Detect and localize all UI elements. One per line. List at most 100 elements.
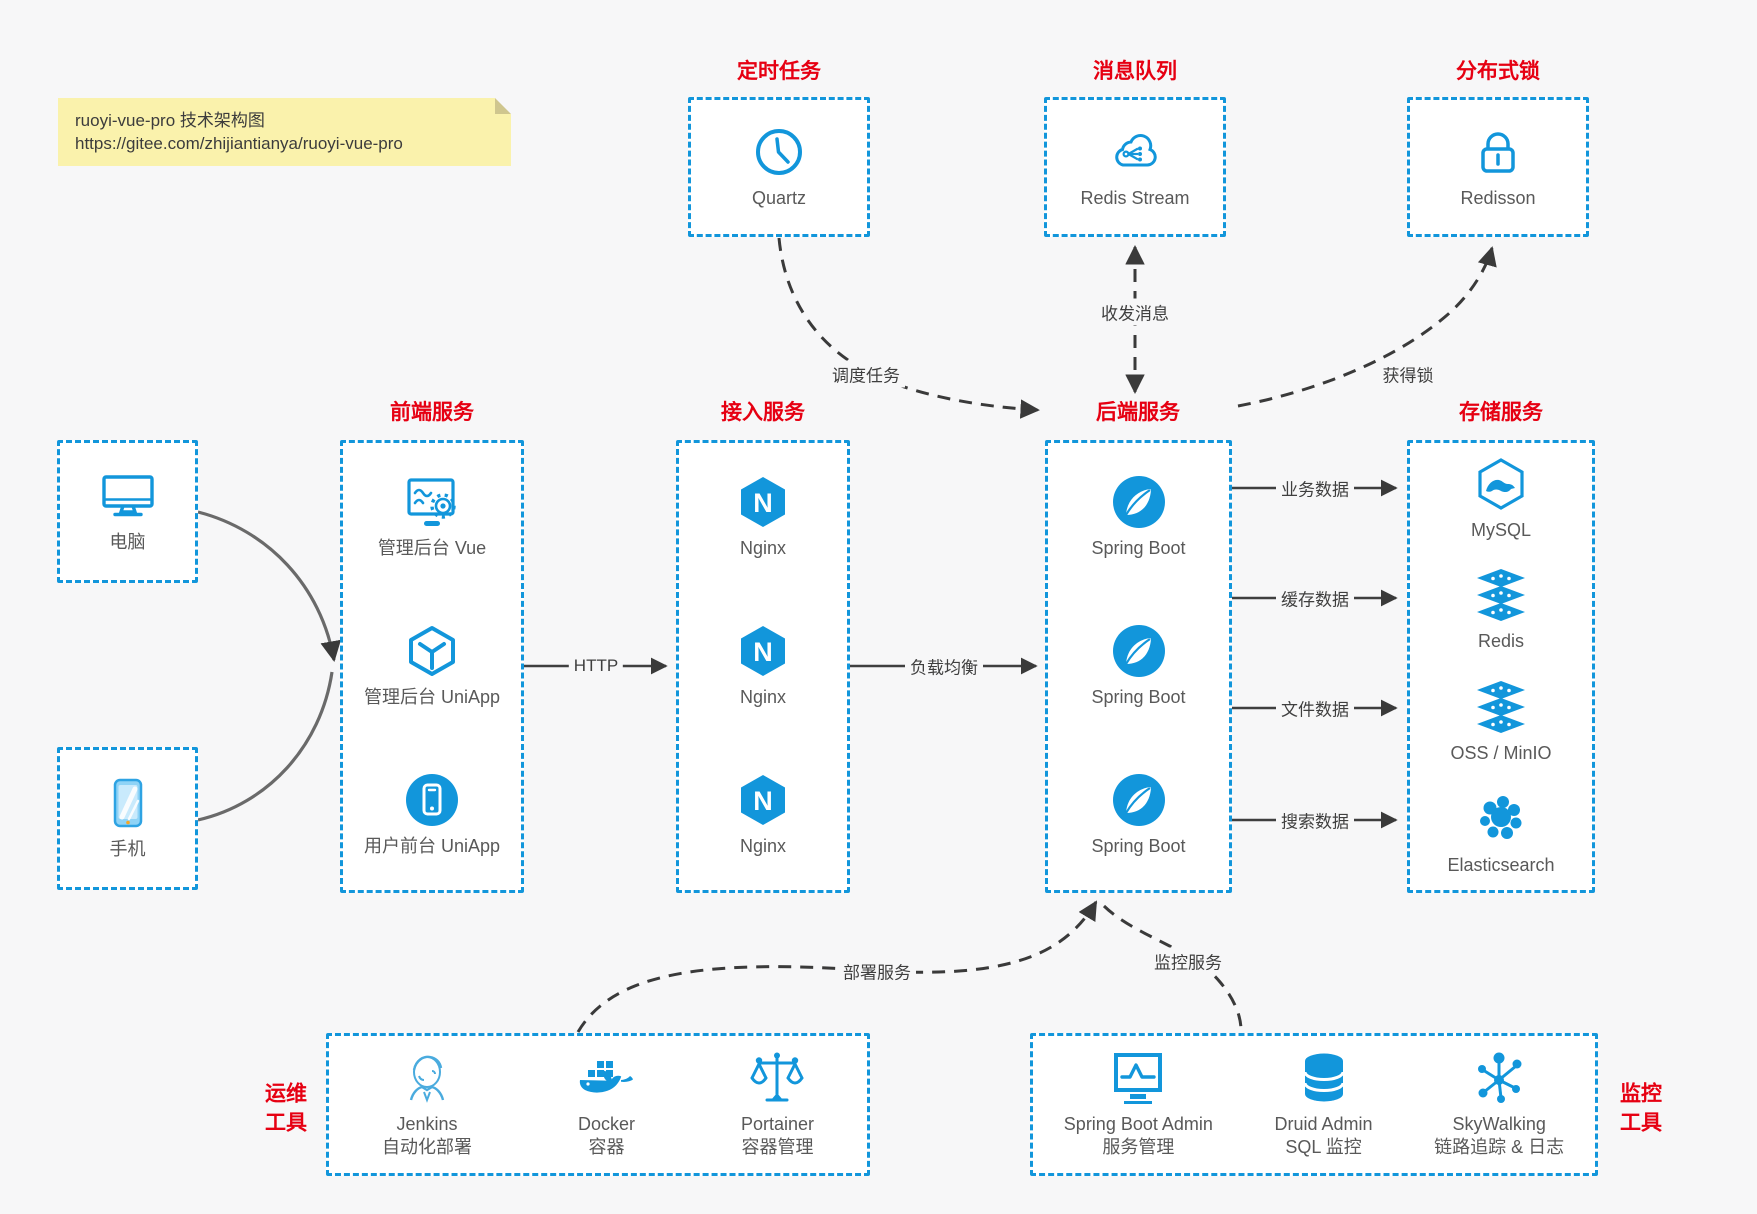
lock-icon [1481, 132, 1515, 173]
skywalking-topology-icon [1478, 1052, 1522, 1103]
ops-item-docker: Docker 容器 [578, 1050, 635, 1160]
admin-vue-icon [407, 478, 456, 527]
storage-item-redis: Redis [1473, 567, 1529, 653]
spring-boot-icon [1112, 625, 1165, 678]
ops-label-jenkins: Jenkins 自动化部署 [381, 1113, 472, 1157]
gateway-label-2: Nginx [739, 687, 787, 708]
edge-computer-to-frontend [197, 510, 341, 663]
gateway-box: N Nginx N Nginx N Nginx [676, 440, 850, 893]
monitor-label-sba: Spring Boot Admin 服务管理 [1063, 1113, 1213, 1157]
title-message-queue: 消息队列 [1093, 60, 1177, 83]
phone-box: 手机 [57, 747, 198, 890]
redis-stream-box: Redis Stream [1044, 97, 1226, 237]
monitor-tools-box: Spring Boot Admin 服务管理 Druid Admin SQL 监… [1030, 1033, 1598, 1176]
ops-label-portainer: Portainer 容器管理 [740, 1113, 814, 1157]
edge-deploy-line [576, 900, 1098, 1033]
edge-schedule-line [777, 237, 1040, 419]
title-backend-service: 后端服务 [1096, 401, 1180, 424]
frontend-item-user-uniapp: 用户前台 UniApp [364, 772, 500, 858]
edge-label-business-data: 业务数据 [1276, 474, 1354, 502]
spring-boot-admin-icon [1114, 1052, 1163, 1104]
backend-box: Spring Boot Spring Boot Spring Boot [1045, 440, 1232, 893]
frontend-label-admin-vue: 管理后台 Vue [377, 538, 487, 559]
backend-label-3: Spring Boot [1091, 836, 1186, 857]
spring-boot-icon [1112, 774, 1165, 827]
gateway-item-1: N Nginx [735, 474, 791, 560]
redisson-box: Redisson [1407, 97, 1589, 237]
monitor-item-druid: Druid Admin SQL 监控 [1275, 1050, 1373, 1160]
edge-label-load-balance: 负载均衡 [905, 652, 983, 680]
edge-label-file-data: 文件数据 [1276, 694, 1354, 722]
edge-label-cache-data: 缓存数据 [1276, 584, 1354, 612]
backend-label-2: Spring Boot [1091, 687, 1186, 708]
frontend-label-admin-uniapp: 管理后台 UniApp [363, 687, 501, 708]
portainer-scales-icon [750, 1052, 804, 1102]
monitor-item-sba: Spring Boot Admin 服务管理 [1064, 1050, 1213, 1160]
user-app-icon [405, 774, 458, 827]
svg-text:N: N [753, 637, 773, 667]
redis-stream-item: Redis Stream [1080, 124, 1190, 210]
note-fold-corner [495, 98, 511, 114]
edge-lock-line [1237, 246, 1497, 408]
title-gateway-service: 接入服务 [721, 401, 805, 424]
jenkins-icon [409, 1055, 445, 1103]
nginx-icon: N [741, 626, 785, 677]
quartz-label: Quartz [751, 187, 807, 208]
storage-item-mysql: MySQL [1471, 456, 1531, 542]
ops-item-portainer: Portainer 容器管理 [741, 1050, 814, 1160]
edge-label-http: HTTP [568, 655, 624, 677]
storage-label-mysql: MySQL [1470, 519, 1531, 540]
cloud-stream-icon [1115, 133, 1157, 167]
monitor-item-skywalking: SkyWalking 链路追踪 & 日志 [1434, 1050, 1564, 1160]
frontend-item-admin-vue: 管理后台 Vue [378, 474, 486, 560]
storage-box: MySQL Redis [1407, 440, 1595, 893]
edge-label-send-receive-msg: 收发消息 [1096, 298, 1174, 326]
edge-label-acquire-lock: 获得锁 [1377, 360, 1439, 388]
gateway-label-3: Nginx [739, 836, 787, 857]
desktop-computer-icon [101, 475, 154, 517]
note-url: https://gitee.com/zhijiantianya/ruoyi-vu… [75, 134, 403, 153]
quartz-box: Quartz [688, 97, 870, 237]
title-ops-tools: 运维 工具 [265, 1082, 307, 1135]
frontend-label-user-uniapp: 用户前台 UniApp [363, 836, 501, 857]
backend-item-3: Spring Boot [1091, 772, 1186, 858]
gateway-item-3: N Nginx [735, 772, 791, 858]
monitor-label-skywalking: SkyWalking 链路追踪 & 日志 [1434, 1113, 1565, 1157]
frontend-box: 管理后台 Vue 管理后台 UniApp 用户前台 UniApp [340, 440, 524, 893]
storage-item-oss: OSS / MinIO [1450, 679, 1552, 765]
phone-label: 手机 [109, 839, 146, 860]
elasticsearch-icon [1479, 795, 1522, 839]
druid-database-icon [1303, 1053, 1345, 1102]
computer-item: 电脑 [100, 468, 156, 554]
oss-minio-stack-icon [1477, 681, 1525, 734]
title-distributed-lock: 分布式锁 [1456, 60, 1540, 83]
computer-box: 电脑 [57, 440, 198, 583]
quartz-item: Quartz [751, 124, 807, 210]
gateway-item-2: N Nginx [735, 623, 791, 709]
computer-label: 电脑 [109, 532, 146, 553]
ops-tools-box: Jenkins 自动化部署 Docker 容器 [326, 1033, 870, 1176]
storage-label-elasticsearch: Elasticsearch [1447, 854, 1555, 875]
title-frontend-service: 前端服务 [390, 401, 474, 424]
edge-phone-to-frontend [197, 671, 334, 822]
clock-icon [756, 128, 802, 175]
storage-label-oss-minio: OSS / MinIO [1450, 743, 1552, 764]
mobile-phone-icon [113, 779, 142, 828]
svg-text:N: N [753, 786, 773, 816]
edge-label-schedule-task: 调度任务 [827, 360, 905, 388]
title-scheduled-task: 定时任务 [737, 60, 821, 83]
title-storage-service: 存储服务 [1459, 401, 1543, 424]
gateway-label-1: Nginx [739, 538, 787, 559]
nginx-icon: N [741, 477, 785, 528]
backend-item-1: Spring Boot [1091, 474, 1186, 560]
phone-item: 手机 [100, 775, 156, 861]
redisson-item: Redisson [1460, 124, 1536, 210]
spring-boot-icon [1112, 476, 1165, 529]
redis-stream-label: Redis Stream [1080, 187, 1190, 208]
uniapp-cube-icon [408, 626, 455, 677]
backend-item-2: Spring Boot [1091, 623, 1186, 709]
backend-label-1: Spring Boot [1091, 538, 1186, 559]
ops-item-jenkins: Jenkins 自动化部署 [382, 1050, 472, 1160]
nginx-icon: N [741, 775, 785, 826]
edge-label-deploy-service: 部署服务 [838, 957, 916, 985]
